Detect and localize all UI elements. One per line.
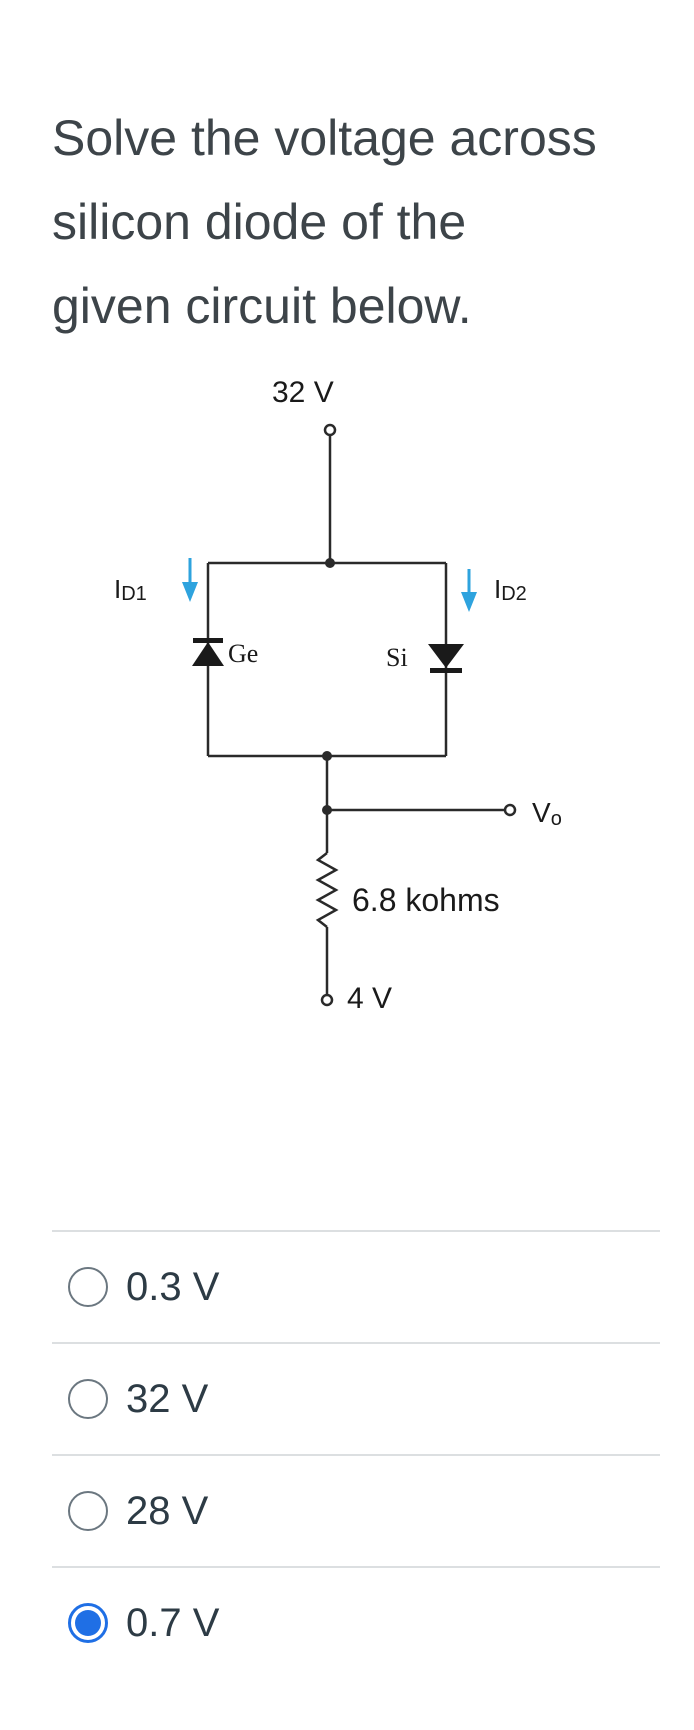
ge-label: Ge: [228, 639, 258, 668]
supply-label: 32 V: [272, 376, 334, 409]
id1-label: ID1: [114, 574, 147, 605]
id2-label: ID2: [494, 574, 527, 605]
radio-button-icon[interactable]: [68, 1603, 108, 1643]
vo-label: Vo: [532, 797, 562, 830]
answer-options: 0.3 V 32 V 28 V 0.7 V: [52, 1230, 660, 1678]
question-line-1: Solve the voltage across: [52, 110, 597, 166]
divider: [52, 1454, 660, 1456]
answer-option-3[interactable]: 28 V: [52, 1456, 660, 1566]
si-diode: [428, 644, 464, 673]
radio-button-icon[interactable]: [68, 1491, 108, 1531]
question-line-3: given circuit below.: [52, 278, 472, 334]
answer-option-4[interactable]: 0.7 V: [52, 1568, 660, 1678]
question-line-2: silicon diode of the: [52, 194, 467, 250]
divider: [52, 1566, 660, 1568]
vo-terminal: [503, 803, 517, 817]
resistor-symbol: [315, 852, 339, 928]
answer-label: 28 V: [126, 1488, 209, 1533]
divider: [52, 1342, 660, 1344]
supply-terminal: [323, 423, 337, 437]
divider: [52, 1230, 660, 1232]
answer-option-1[interactable]: 0.3 V: [52, 1232, 660, 1342]
answer-label: 0.3 V: [126, 1264, 220, 1309]
id1-arrow: [182, 558, 198, 602]
radio-button-icon[interactable]: [68, 1379, 108, 1419]
si-label: Si: [386, 643, 408, 672]
ge-diode: [192, 638, 224, 666]
resistor-label: 6.8 kohms: [352, 882, 500, 918]
radio-button-icon[interactable]: [68, 1267, 108, 1307]
circuit-diagram: 32 V ID1 ID2 Ge Si Vo 6.8 kohms 4 V: [114, 376, 562, 1015]
bottom-voltage-label: 4 V: [347, 982, 392, 1015]
answer-label: 0.7 V: [126, 1600, 220, 1645]
answer-label: 32 V: [126, 1376, 209, 1421]
bottom-terminal: [320, 993, 334, 1007]
answer-option-2[interactable]: 32 V: [52, 1344, 660, 1454]
id2-arrow: [461, 569, 477, 612]
question-text: Solve the voltage across silicon diode o…: [52, 96, 662, 348]
